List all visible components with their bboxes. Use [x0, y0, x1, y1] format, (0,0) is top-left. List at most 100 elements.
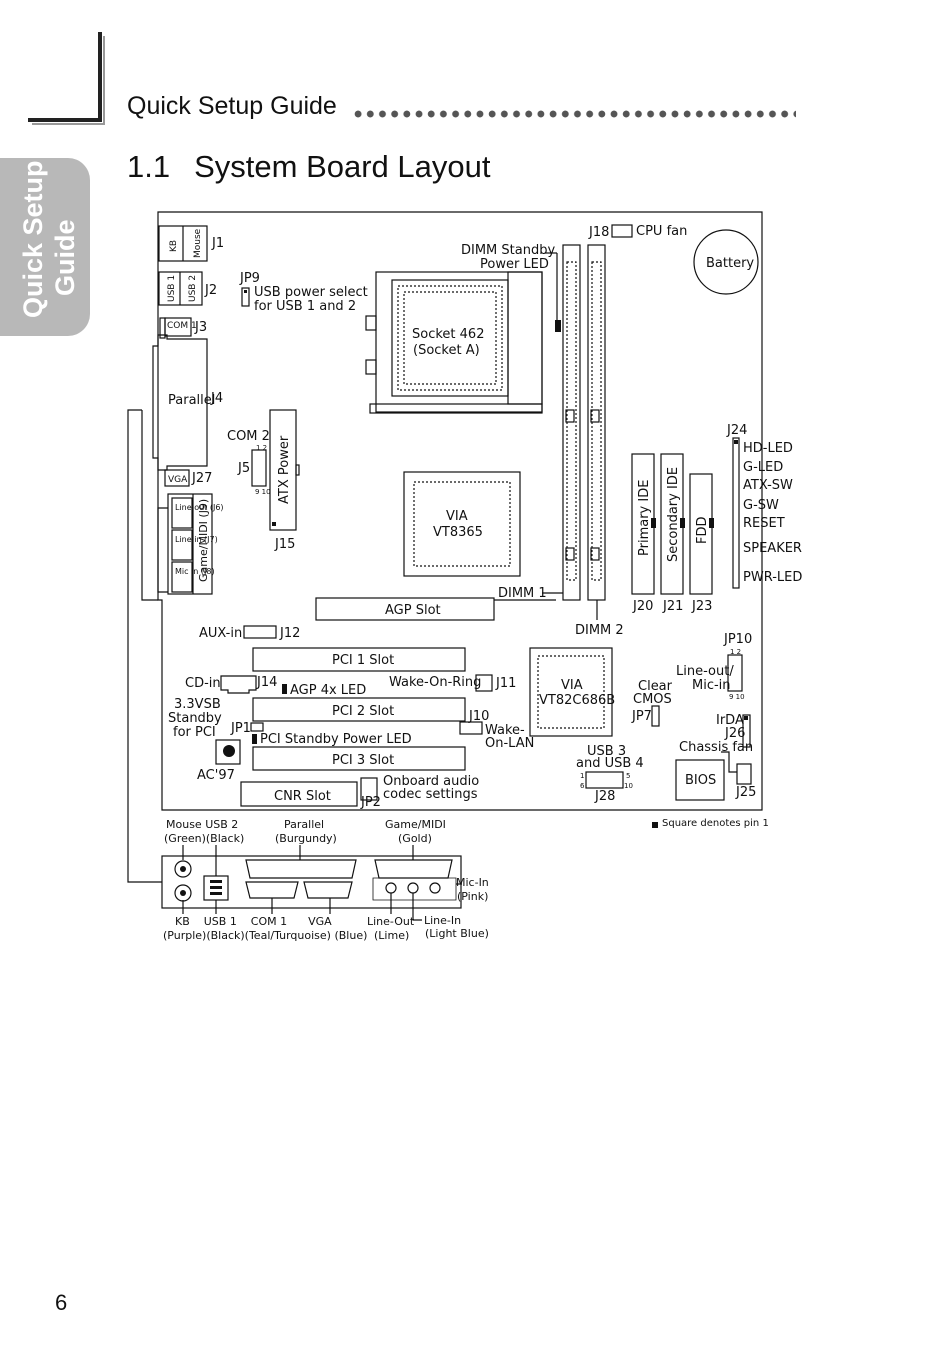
label-battery: Battery	[706, 256, 754, 271]
fdd-connector	[689, 473, 713, 595]
label-usb1: USB 1	[167, 275, 177, 302]
label-j4: J4	[210, 391, 223, 406]
board-outline	[157, 211, 763, 811]
label-square-note: Square denotes pin 1	[662, 818, 769, 829]
label-j28-pin1: 1	[580, 772, 584, 780]
label-mouse-usb2-2: (Green)(Black)	[164, 832, 244, 845]
label-j14: J14	[256, 675, 277, 690]
cnr-slot	[240, 781, 358, 807]
label-j10: J10	[468, 709, 489, 724]
label-dimm2: DIMM 2	[575, 623, 624, 638]
label-jp1: JP1	[230, 721, 251, 736]
section-number: 1.1	[127, 149, 171, 184]
corner-mark-vertical	[98, 32, 102, 120]
label-agp-led: AGP 4x LED	[290, 683, 366, 698]
label-g-led: G-LED	[743, 460, 783, 475]
label-gamemidi-1: Game/MIDI	[385, 818, 446, 831]
battery	[693, 229, 759, 295]
label-pwr-led: PWR-LED	[743, 570, 802, 585]
label-g-sw: G-SW	[743, 498, 779, 513]
label-j23: J23	[691, 599, 712, 614]
label-linein-2: (Light Blue)	[425, 927, 489, 940]
panel-bracket	[127, 409, 162, 883]
label-cnr-slot: CNR Slot	[274, 789, 331, 804]
label-j3: J3	[194, 320, 207, 335]
via-vt8365-chip	[403, 471, 521, 577]
label-line-out-mic-2: Mic-in	[692, 678, 731, 693]
jp9-jumper	[241, 287, 250, 307]
label-speaker: SPEAKER	[743, 541, 802, 556]
label-j5: J5	[237, 461, 250, 476]
label-ac97: AC'97	[197, 768, 235, 783]
label-micin-2: (Pink)	[457, 890, 488, 903]
label-line-out: Line out (J6)	[175, 503, 224, 512]
ac97-chip	[215, 739, 241, 765]
label-primary-ide: Primary IDE	[637, 480, 652, 556]
label-micin-1: Mic-In	[456, 876, 489, 889]
label-secondary-ide: Secondary IDE	[666, 467, 681, 562]
label-clear-cmos-2: CMOS	[633, 692, 672, 707]
label-vga: VGA	[168, 475, 188, 485]
label-dimm1: DIMM 1	[498, 586, 547, 601]
j11-wake-on-ring	[475, 674, 493, 692]
jp1-jumper	[250, 722, 264, 732]
label-fdd: FDD	[695, 517, 710, 545]
back-panel	[161, 855, 462, 909]
label-dimm-standby-1: DIMM Standby	[461, 243, 555, 258]
dimm1-slot	[562, 244, 581, 601]
side-tab	[0, 158, 90, 336]
label-atx-power: ATX Power	[277, 435, 292, 504]
agp-slot	[315, 597, 495, 621]
label-j20: J20	[632, 599, 653, 614]
label-vt82c686b: VT82C686B	[539, 693, 615, 708]
label-pci-standby: PCI Standby Power LED	[260, 732, 412, 747]
label-wake-lan-2: On-LAN	[485, 736, 534, 751]
j24-front-panel	[732, 437, 740, 589]
j27-connector	[164, 469, 190, 487]
label-j28-pin5: 5	[626, 772, 630, 780]
label-j28-pin6: 6	[580, 782, 585, 790]
corner-mark-horizontal	[28, 118, 102, 122]
j26-irda	[742, 714, 751, 748]
label-com2-pin12: 1 2	[256, 444, 267, 452]
j14-cd-in	[220, 675, 257, 694]
label-jp10: JP10	[723, 632, 752, 647]
label-bottom-1: KB USB 1 COM 1 VGA	[175, 915, 332, 928]
label-atx-sw: ATX-SW	[743, 478, 793, 493]
label-j12: J12	[279, 626, 300, 641]
label-j1: J1	[211, 236, 224, 251]
j12-aux-in	[243, 625, 277, 639]
label-parallel: Parallel	[168, 393, 215, 408]
label-cd-in: CD-in	[185, 676, 221, 691]
label-via1: VIA	[446, 509, 468, 524]
label-jp9-line2: for USB 1 and 2	[254, 299, 356, 314]
label-line-in: Line in (J7)	[175, 535, 218, 544]
label-vsb-3: for PCI	[173, 725, 216, 740]
jp7-jumper	[651, 705, 660, 727]
label-parallel-2: (Burgundy)	[275, 832, 337, 845]
label-aux-in: AUX-in	[199, 626, 242, 641]
label-clear-cmos-1: Clear	[638, 679, 673, 694]
label-j27: J27	[191, 471, 212, 486]
jp2-jumper	[360, 777, 378, 801]
j4-connector	[152, 334, 208, 471]
label-game-midi: Game/MIDI (J9)	[197, 499, 210, 582]
label-socket-line2: (Socket A)	[413, 343, 480, 358]
label-j24: J24	[726, 423, 747, 438]
label-mic-in: Mic in (J8)	[175, 567, 215, 576]
label-j18: J18	[588, 225, 609, 240]
j18-cpu-fan	[611, 224, 633, 238]
cpu-socket	[375, 271, 543, 413]
label-vt8365: VT8365	[433, 525, 483, 540]
label-com2-pin910: 9 10	[255, 488, 271, 496]
label-via2: VIA	[561, 678, 583, 693]
label-pci2: PCI 2 Slot	[332, 704, 394, 719]
label-parallel-1: Parallel	[284, 818, 324, 831]
label-usb34-1: USB 3	[587, 744, 626, 759]
corner-shadow-vertical	[103, 36, 105, 124]
label-lineout-2: (Lime)	[374, 929, 409, 942]
label-pci3: PCI 3 Slot	[332, 753, 394, 768]
label-j26: J26	[724, 726, 745, 741]
label-kb: KB	[169, 240, 179, 252]
